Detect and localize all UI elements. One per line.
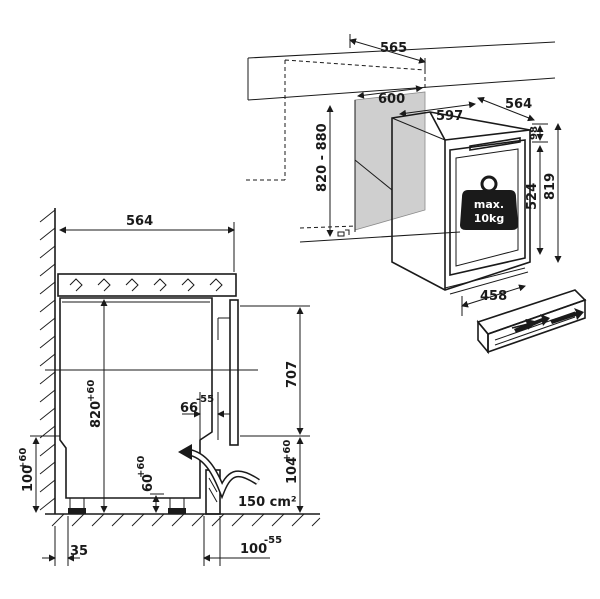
label-60-sup: +60 — [136, 456, 147, 478]
label-66-sup: -55 — [196, 394, 214, 405]
appliance-door — [449, 139, 526, 277]
label-100-bottom: 100 — [240, 542, 267, 557]
appliance-section — [59, 297, 213, 499]
label-100-left: 100 — [21, 465, 36, 492]
label-707: 707 — [285, 361, 300, 388]
label-60: 60 — [141, 474, 156, 492]
section-view: 564 820 +60 707 104 +60 66 -55 100 +60 6… — [18, 208, 321, 566]
label-564-side: 564 — [126, 214, 153, 229]
label-100-left-sup: +60 — [18, 448, 29, 470]
label-820-sup: +60 — [86, 380, 97, 402]
label-98: 98 — [529, 126, 540, 140]
label-vent-area: 150 cm² — [238, 495, 297, 510]
door-section — [229, 299, 239, 446]
label-820: 820 — [89, 401, 104, 428]
label-458: 458 — [480, 289, 507, 304]
label-100-bottom-sup: -55 — [264, 535, 282, 546]
label-819: 819 — [543, 173, 558, 200]
label-104: 104 — [285, 457, 300, 484]
label-565: 565 — [380, 41, 407, 56]
weight-label-max: max. — [474, 198, 504, 211]
ventilation-grille — [476, 289, 587, 355]
niche-back-panel — [354, 91, 426, 231]
label-104-sup: +60 — [282, 440, 293, 462]
label-35: 35 — [70, 544, 88, 559]
label-66: 66 — [180, 401, 198, 416]
label-524: 524 — [525, 183, 540, 210]
weight-label-kg: 10kg — [474, 212, 505, 225]
label-564-top: 564 — [505, 97, 532, 112]
label-600: 600 — [378, 92, 405, 107]
worktop — [57, 273, 237, 297]
weight-icon: max. 10kg — [460, 175, 518, 230]
label-820-880: 820 - 880 — [315, 123, 330, 192]
label-597: 597 — [436, 109, 463, 124]
perspective-view: 600 565 820 - 880 max. 10kg — [245, 34, 587, 355]
